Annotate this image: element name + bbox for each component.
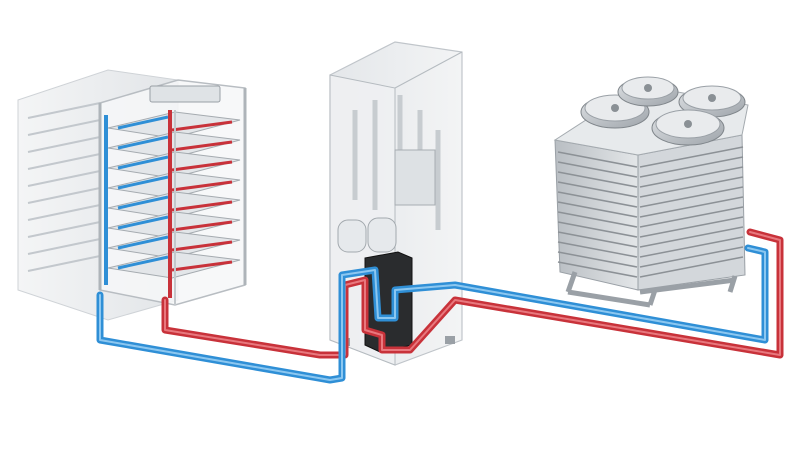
- dry-cooler: [553, 76, 749, 308]
- dry-cooler-legs: [565, 271, 738, 308]
- rack-rear-shelves: [27, 102, 101, 272]
- cdu-heat-exchanger: [394, 149, 436, 206]
- dry-cooler-fins: [557, 146, 744, 278]
- rack-top-manifold: [149, 85, 221, 103]
- cold-supply-line: [96, 244, 769, 384]
- fan-icon: [651, 109, 725, 146]
- hot-return-line: [161, 228, 784, 359]
- fan-icon: [617, 76, 679, 107]
- cdu-pumps: [337, 217, 397, 253]
- server-rack: [17, 69, 247, 321]
- fan-icon: [678, 85, 746, 118]
- dry-cooler-fans: [580, 76, 746, 146]
